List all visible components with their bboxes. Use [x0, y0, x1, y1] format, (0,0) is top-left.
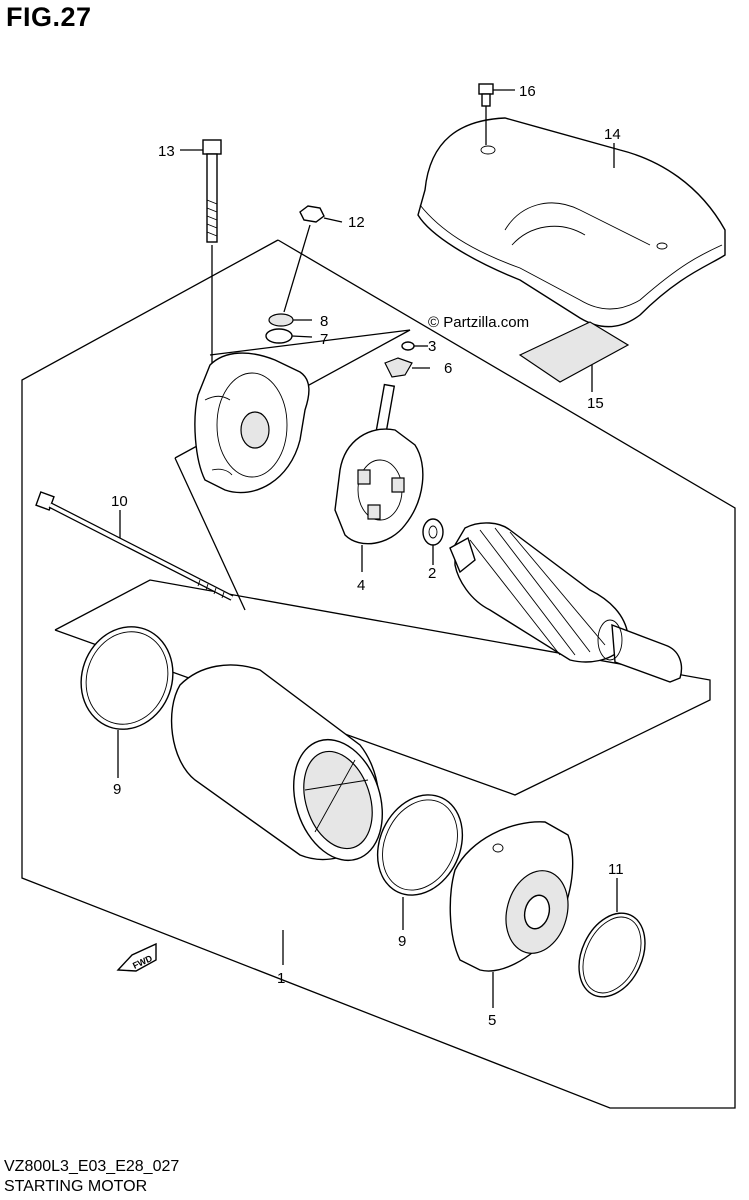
assembly-frame: [21, 239, 736, 1109]
callout-13: 13: [158, 143, 175, 160]
long-bolt-part-13: [202, 139, 222, 243]
o-ring-part-9-a: [80, 626, 174, 730]
callout-10: 10: [111, 493, 128, 510]
fwd-arrow-icon: FWD: [116, 942, 157, 972]
callout-14: 14: [604, 126, 621, 143]
footer-figure-code: VZ800L3_E03_E28_027: [4, 1158, 180, 1175]
washer-part-2: [422, 518, 444, 546]
nut-part-12: [299, 205, 325, 223]
footer-figure-name: STARTING MOTOR: [4, 1178, 148, 1195]
washer-part-8: [268, 313, 294, 327]
callout-16: 16: [519, 83, 536, 100]
callout-1: 1: [277, 970, 285, 987]
callout-4: 4: [357, 577, 365, 594]
callout-3: 3: [428, 338, 436, 355]
inner-frame: [54, 579, 711, 796]
callout-9a: 9: [113, 781, 121, 798]
washer-part-7: [265, 328, 293, 344]
callout-8: 8: [320, 313, 328, 330]
yoke-housing: [170, 664, 384, 862]
armature: [449, 522, 683, 683]
callout-12: 12: [348, 214, 365, 231]
brush-holder-part-4: [334, 383, 424, 545]
callout-11: 11: [608, 861, 624, 878]
callout-2: 2: [428, 565, 436, 582]
figure-title: FIG.27: [6, 2, 92, 32]
copyright-notice: © Partzilla.com: [428, 314, 530, 331]
bolt-part-16: [478, 83, 494, 107]
callout-15: 15: [587, 395, 604, 412]
o-ring-part-11: [578, 912, 646, 998]
through-bolt-part-10: [35, 491, 234, 601]
frame-line: [174, 457, 246, 611]
callout-7: 7: [320, 331, 328, 348]
pad-part-15: [518, 321, 630, 383]
top-cover-part-14: [417, 117, 726, 328]
callout-9b: 9: [398, 933, 406, 950]
clip-part-3: [401, 341, 415, 351]
o-ring-part-9-b: [376, 794, 464, 896]
callout-5: 5: [488, 1012, 496, 1029]
front-housing-part-5: [449, 821, 574, 972]
callout-6: 6: [444, 360, 452, 377]
rear-housing: [194, 352, 310, 494]
terminal-part-6: [384, 357, 413, 378]
